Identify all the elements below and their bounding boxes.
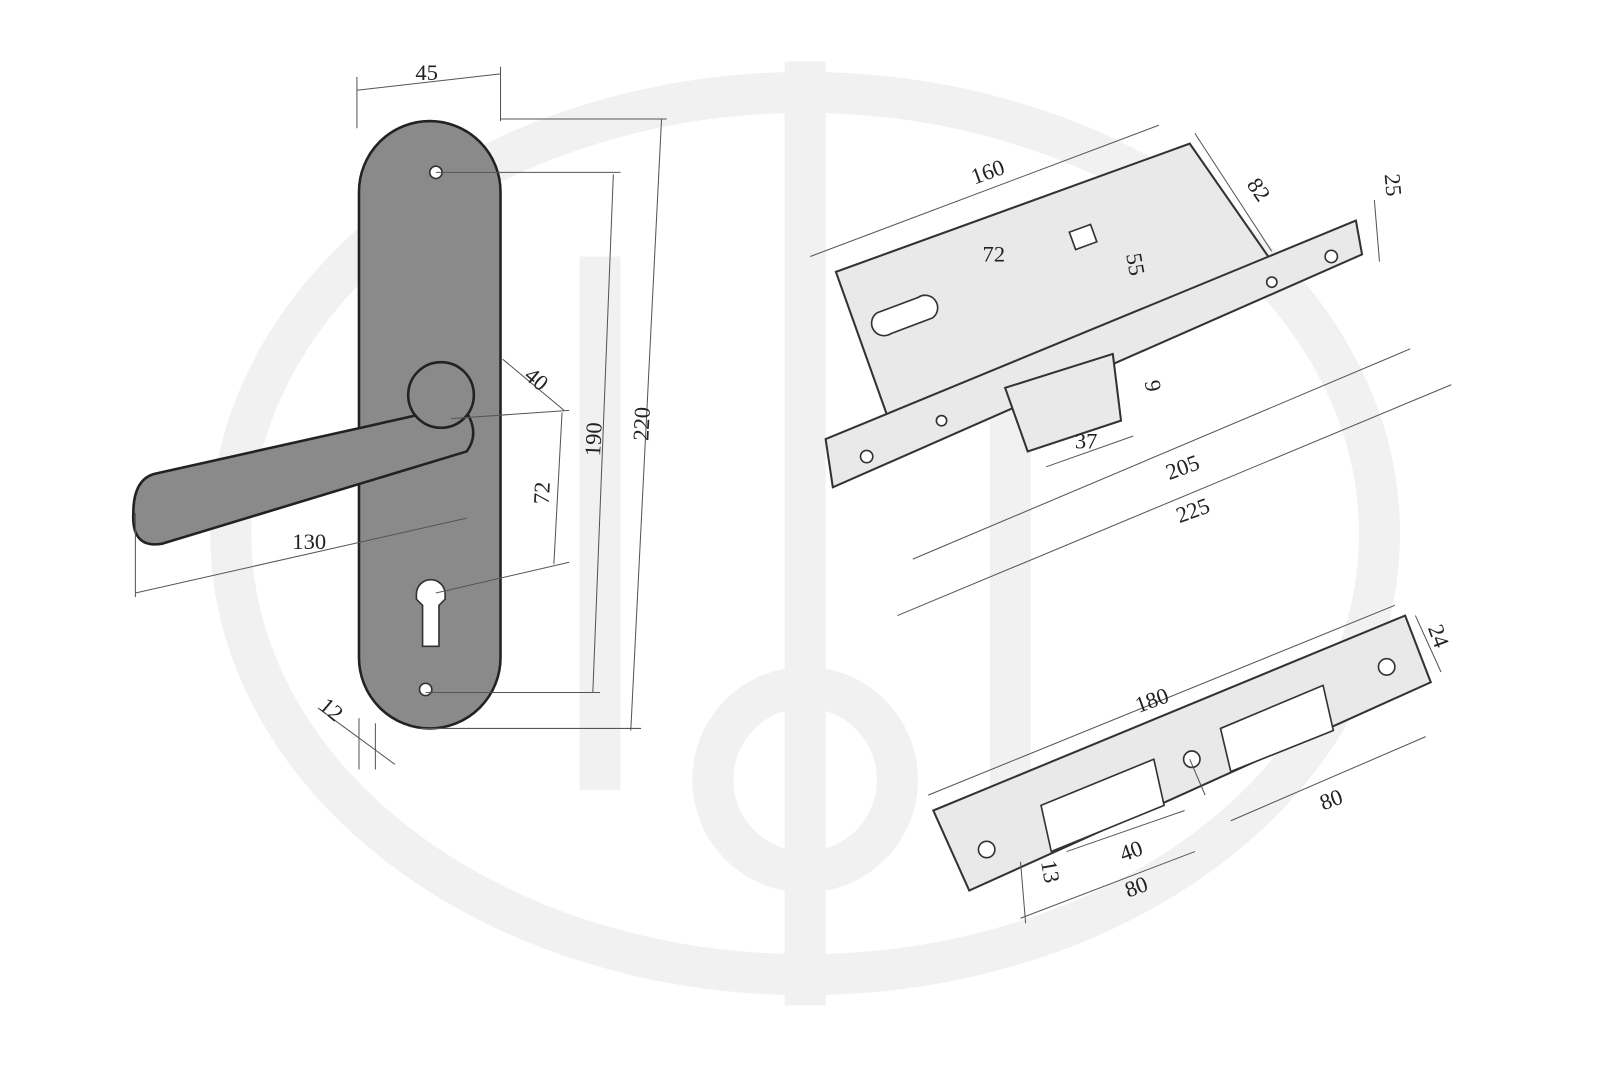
handle-lever bbox=[132, 403, 475, 546]
strike-hole-right bbox=[1377, 657, 1396, 676]
strike-slot-left bbox=[1040, 758, 1166, 853]
dim-lever-offset: 40 bbox=[520, 362, 553, 396]
dim-slot-width: 40 bbox=[1116, 835, 1146, 866]
lever-rose bbox=[406, 360, 476, 430]
faceplate-screw-1 bbox=[935, 414, 948, 427]
dim-strike-width: 24 bbox=[1423, 621, 1454, 651]
dim-edge-offset: 13 bbox=[1036, 858, 1065, 885]
dim-cylinder-offset: 55 bbox=[1121, 251, 1150, 278]
cylinder-cutout bbox=[870, 294, 939, 337]
dim-inner-length: 205 bbox=[1162, 450, 1202, 485]
strike-hole-left bbox=[977, 840, 996, 859]
cylinder-keyhole bbox=[415, 578, 446, 648]
dim-backset: 82 bbox=[1242, 173, 1275, 206]
strike-slot-right bbox=[1219, 684, 1335, 773]
mortise-lock bbox=[824, 142, 1364, 489]
latch-bolt bbox=[1003, 352, 1123, 453]
faceplate-hole-left bbox=[859, 449, 874, 464]
dim-handle-width: 45 bbox=[415, 60, 438, 85]
dim-strike-length: 180 bbox=[1132, 683, 1172, 718]
faceplate-hole-right bbox=[1324, 249, 1339, 264]
dim-hole-spacing: 190 bbox=[580, 422, 607, 457]
dim-bolt-width: 37 bbox=[1075, 428, 1098, 453]
watermark-logo bbox=[210, 61, 1400, 1006]
dim-right-hole-spacing: 80 bbox=[1316, 784, 1346, 815]
strike-plate bbox=[931, 614, 1433, 892]
faceplate-screw-2 bbox=[1265, 276, 1278, 289]
door-handle bbox=[132, 119, 502, 730]
dim-lever-to-cylinder: 72 bbox=[529, 481, 555, 505]
dim-handle-height: 220 bbox=[628, 406, 655, 441]
dim-bolt-thickness: 9 bbox=[1140, 378, 1167, 393]
spindle-hole bbox=[1068, 223, 1098, 251]
screw-hole-bottom bbox=[418, 682, 433, 697]
dim-faceplate-width: 25 bbox=[1380, 173, 1407, 198]
dim-plate-thickness: 12 bbox=[315, 693, 348, 727]
dim-lever-length: 130 bbox=[292, 529, 326, 554]
lock-faceplate bbox=[824, 219, 1364, 489]
dim-center-distance: 72 bbox=[983, 242, 1006, 267]
strike-hole-middle bbox=[1182, 750, 1201, 769]
